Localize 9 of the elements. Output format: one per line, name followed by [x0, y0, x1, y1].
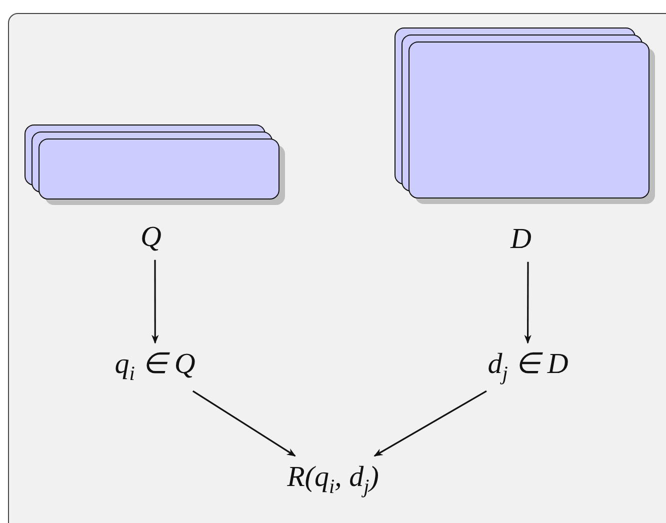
arrow [152, 260, 159, 344]
arrow [192, 390, 296, 457]
arrow [374, 390, 487, 457]
math-label: d$_{j}$ ∈ D [488, 348, 568, 386]
math-label: q$_{i}$ ∈ Q [114, 348, 196, 386]
math-label: D [510, 224, 532, 256]
math-label: Q [140, 222, 162, 254]
arrow [524, 262, 532, 344]
math-label: R(q$_{i}$, d$_{j}$) [287, 462, 379, 498]
